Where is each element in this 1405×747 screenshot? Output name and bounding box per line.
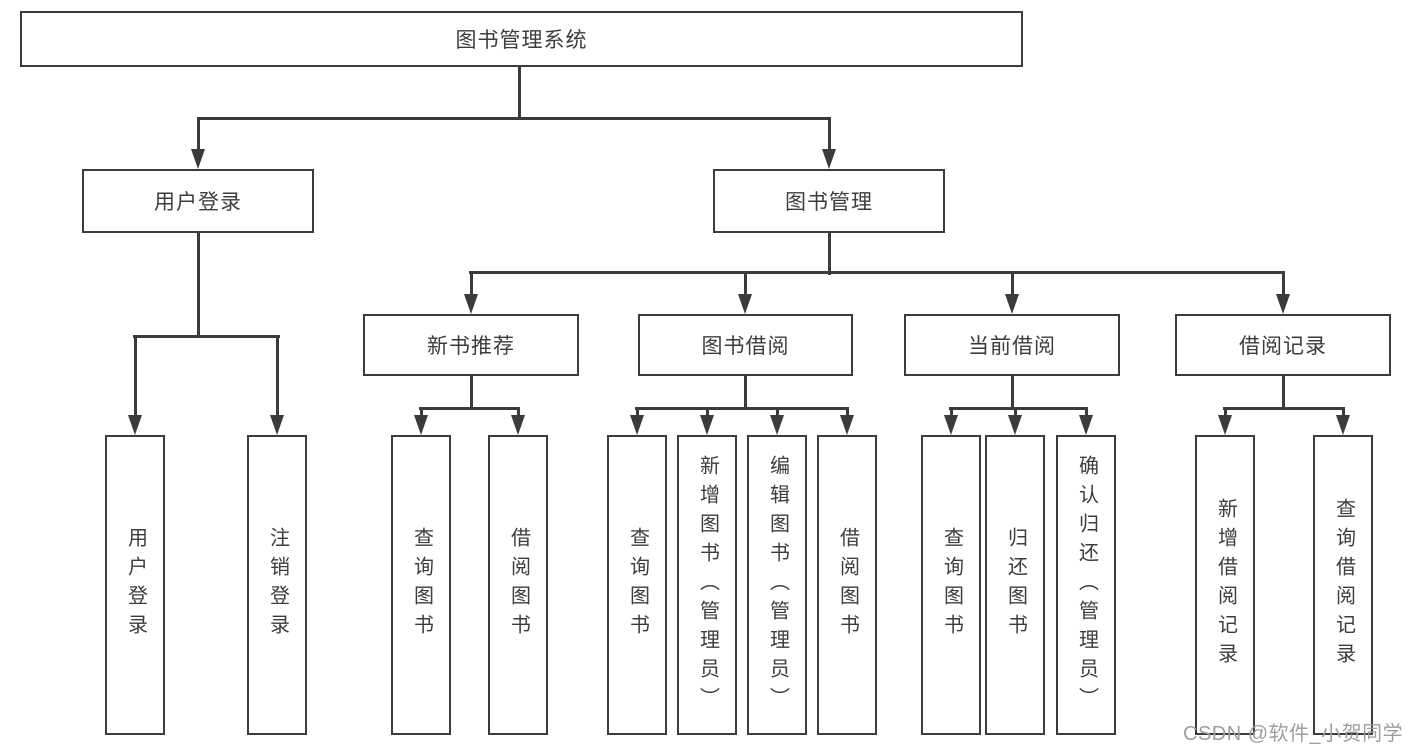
- leaf-query-borrow-record: 查询借阅记录: [1313, 435, 1373, 735]
- connector-line: [1011, 376, 1014, 410]
- leaf-confirm-return-admin: 确认归还（管理员）: [1056, 435, 1116, 735]
- node-root: 图书管理系统: [20, 11, 1023, 67]
- node-book-borrow: 图书借阅: [638, 314, 853, 376]
- leaf-query-books-2: 查询图书: [607, 435, 667, 735]
- connector-line: [420, 407, 423, 419]
- connector-line: [470, 376, 473, 410]
- leaf-return-book: 归还图书: [985, 435, 1045, 735]
- arrow-down-icon: [464, 294, 478, 314]
- connector-line: [828, 233, 831, 275]
- connector-line: [744, 376, 747, 410]
- leaf-label: 查询图书: [626, 527, 649, 643]
- connector-line: [419, 407, 520, 410]
- arrow-down-icon: [630, 415, 644, 435]
- leaf-label: 借阅图书: [836, 527, 859, 643]
- leaf-user-login: 用户登录: [105, 435, 165, 735]
- connector-line: [744, 271, 747, 297]
- arrow-down-icon: [414, 415, 428, 435]
- arrow-down-icon: [738, 294, 752, 314]
- connector-line: [636, 407, 639, 419]
- arrow-down-icon: [944, 415, 958, 435]
- connector-line: [828, 117, 831, 153]
- arrow-down-icon: [270, 415, 284, 435]
- connector-line: [197, 233, 200, 338]
- connector-line: [518, 67, 521, 119]
- connector-line: [276, 335, 279, 417]
- leaf-label: 查询图书: [410, 527, 433, 643]
- connector-line: [846, 407, 849, 419]
- leaf-add-borrow-record: 新增借阅记录: [1195, 435, 1255, 735]
- leaf-edit-book-admin: 编辑图书（管理员）: [747, 435, 807, 735]
- arrow-down-icon: [511, 415, 525, 435]
- connector-line: [1282, 271, 1285, 297]
- connector-line: [1224, 407, 1227, 419]
- arrow-down-icon: [191, 149, 205, 169]
- leaf-borrow-books-1: 借阅图书: [488, 435, 548, 735]
- leaf-label: 确认归还（管理员）: [1075, 454, 1098, 716]
- arrow-down-icon: [700, 415, 714, 435]
- leaf-label: 查询借阅记录: [1332, 498, 1355, 672]
- connector-line: [470, 271, 473, 297]
- node-new-book-recommend: 新书推荐: [363, 314, 579, 376]
- leaf-label: 归还图书: [1004, 527, 1027, 643]
- node-user-login: 用户登录: [82, 169, 314, 233]
- connector-line: [1011, 271, 1014, 297]
- arrow-down-icon: [1336, 415, 1350, 435]
- connector-line: [706, 407, 709, 419]
- connector-line: [1014, 407, 1017, 419]
- arrow-down-icon: [1276, 294, 1290, 314]
- arrow-down-icon: [840, 415, 854, 435]
- connector-line: [469, 271, 1285, 274]
- connector-line: [1223, 407, 1345, 410]
- arrow-down-icon: [822, 149, 836, 169]
- leaf-label: 注销登录: [266, 527, 289, 643]
- connector-line: [197, 117, 831, 120]
- node-current-borrow: 当前借阅: [904, 314, 1120, 376]
- connector-line: [1085, 407, 1088, 419]
- node-book-management: 图书管理: [713, 169, 945, 233]
- leaf-add-book-admin: 新增图书（管理员）: [677, 435, 737, 735]
- leaf-query-books-3: 查询图书: [921, 435, 981, 735]
- arrow-down-icon: [1005, 294, 1019, 314]
- arrow-down-icon: [1218, 415, 1232, 435]
- arrow-down-icon: [1008, 415, 1022, 435]
- leaf-label: 用户登录: [124, 527, 147, 643]
- connector-line: [635, 407, 849, 410]
- arrow-down-icon: [1079, 415, 1093, 435]
- connector-line: [133, 335, 280, 338]
- connector-line: [949, 407, 1088, 410]
- leaf-logout: 注销登录: [247, 435, 307, 735]
- leaf-label: 新增借阅记录: [1214, 498, 1237, 672]
- connector-line: [134, 335, 137, 417]
- leaf-label: 新增图书（管理员）: [696, 454, 719, 716]
- connector-line: [197, 117, 200, 153]
- leaf-label: 借阅图书: [507, 527, 530, 643]
- connector-line: [776, 407, 779, 419]
- leaf-label: 查询图书: [940, 527, 963, 643]
- connector-line: [1282, 376, 1285, 410]
- connector-line: [950, 407, 953, 419]
- watermark: CSDN @软件_小贺同学: [1183, 723, 1404, 745]
- leaf-query-books-1: 查询图书: [391, 435, 451, 735]
- leaf-label: 编辑图书（管理员）: [766, 454, 789, 716]
- arrow-down-icon: [770, 415, 784, 435]
- arrow-down-icon: [128, 415, 142, 435]
- node-borrow-records: 借阅记录: [1175, 314, 1391, 376]
- leaf-borrow-books-2: 借阅图书: [817, 435, 877, 735]
- connector-line: [1342, 407, 1345, 419]
- connector-line: [517, 407, 520, 419]
